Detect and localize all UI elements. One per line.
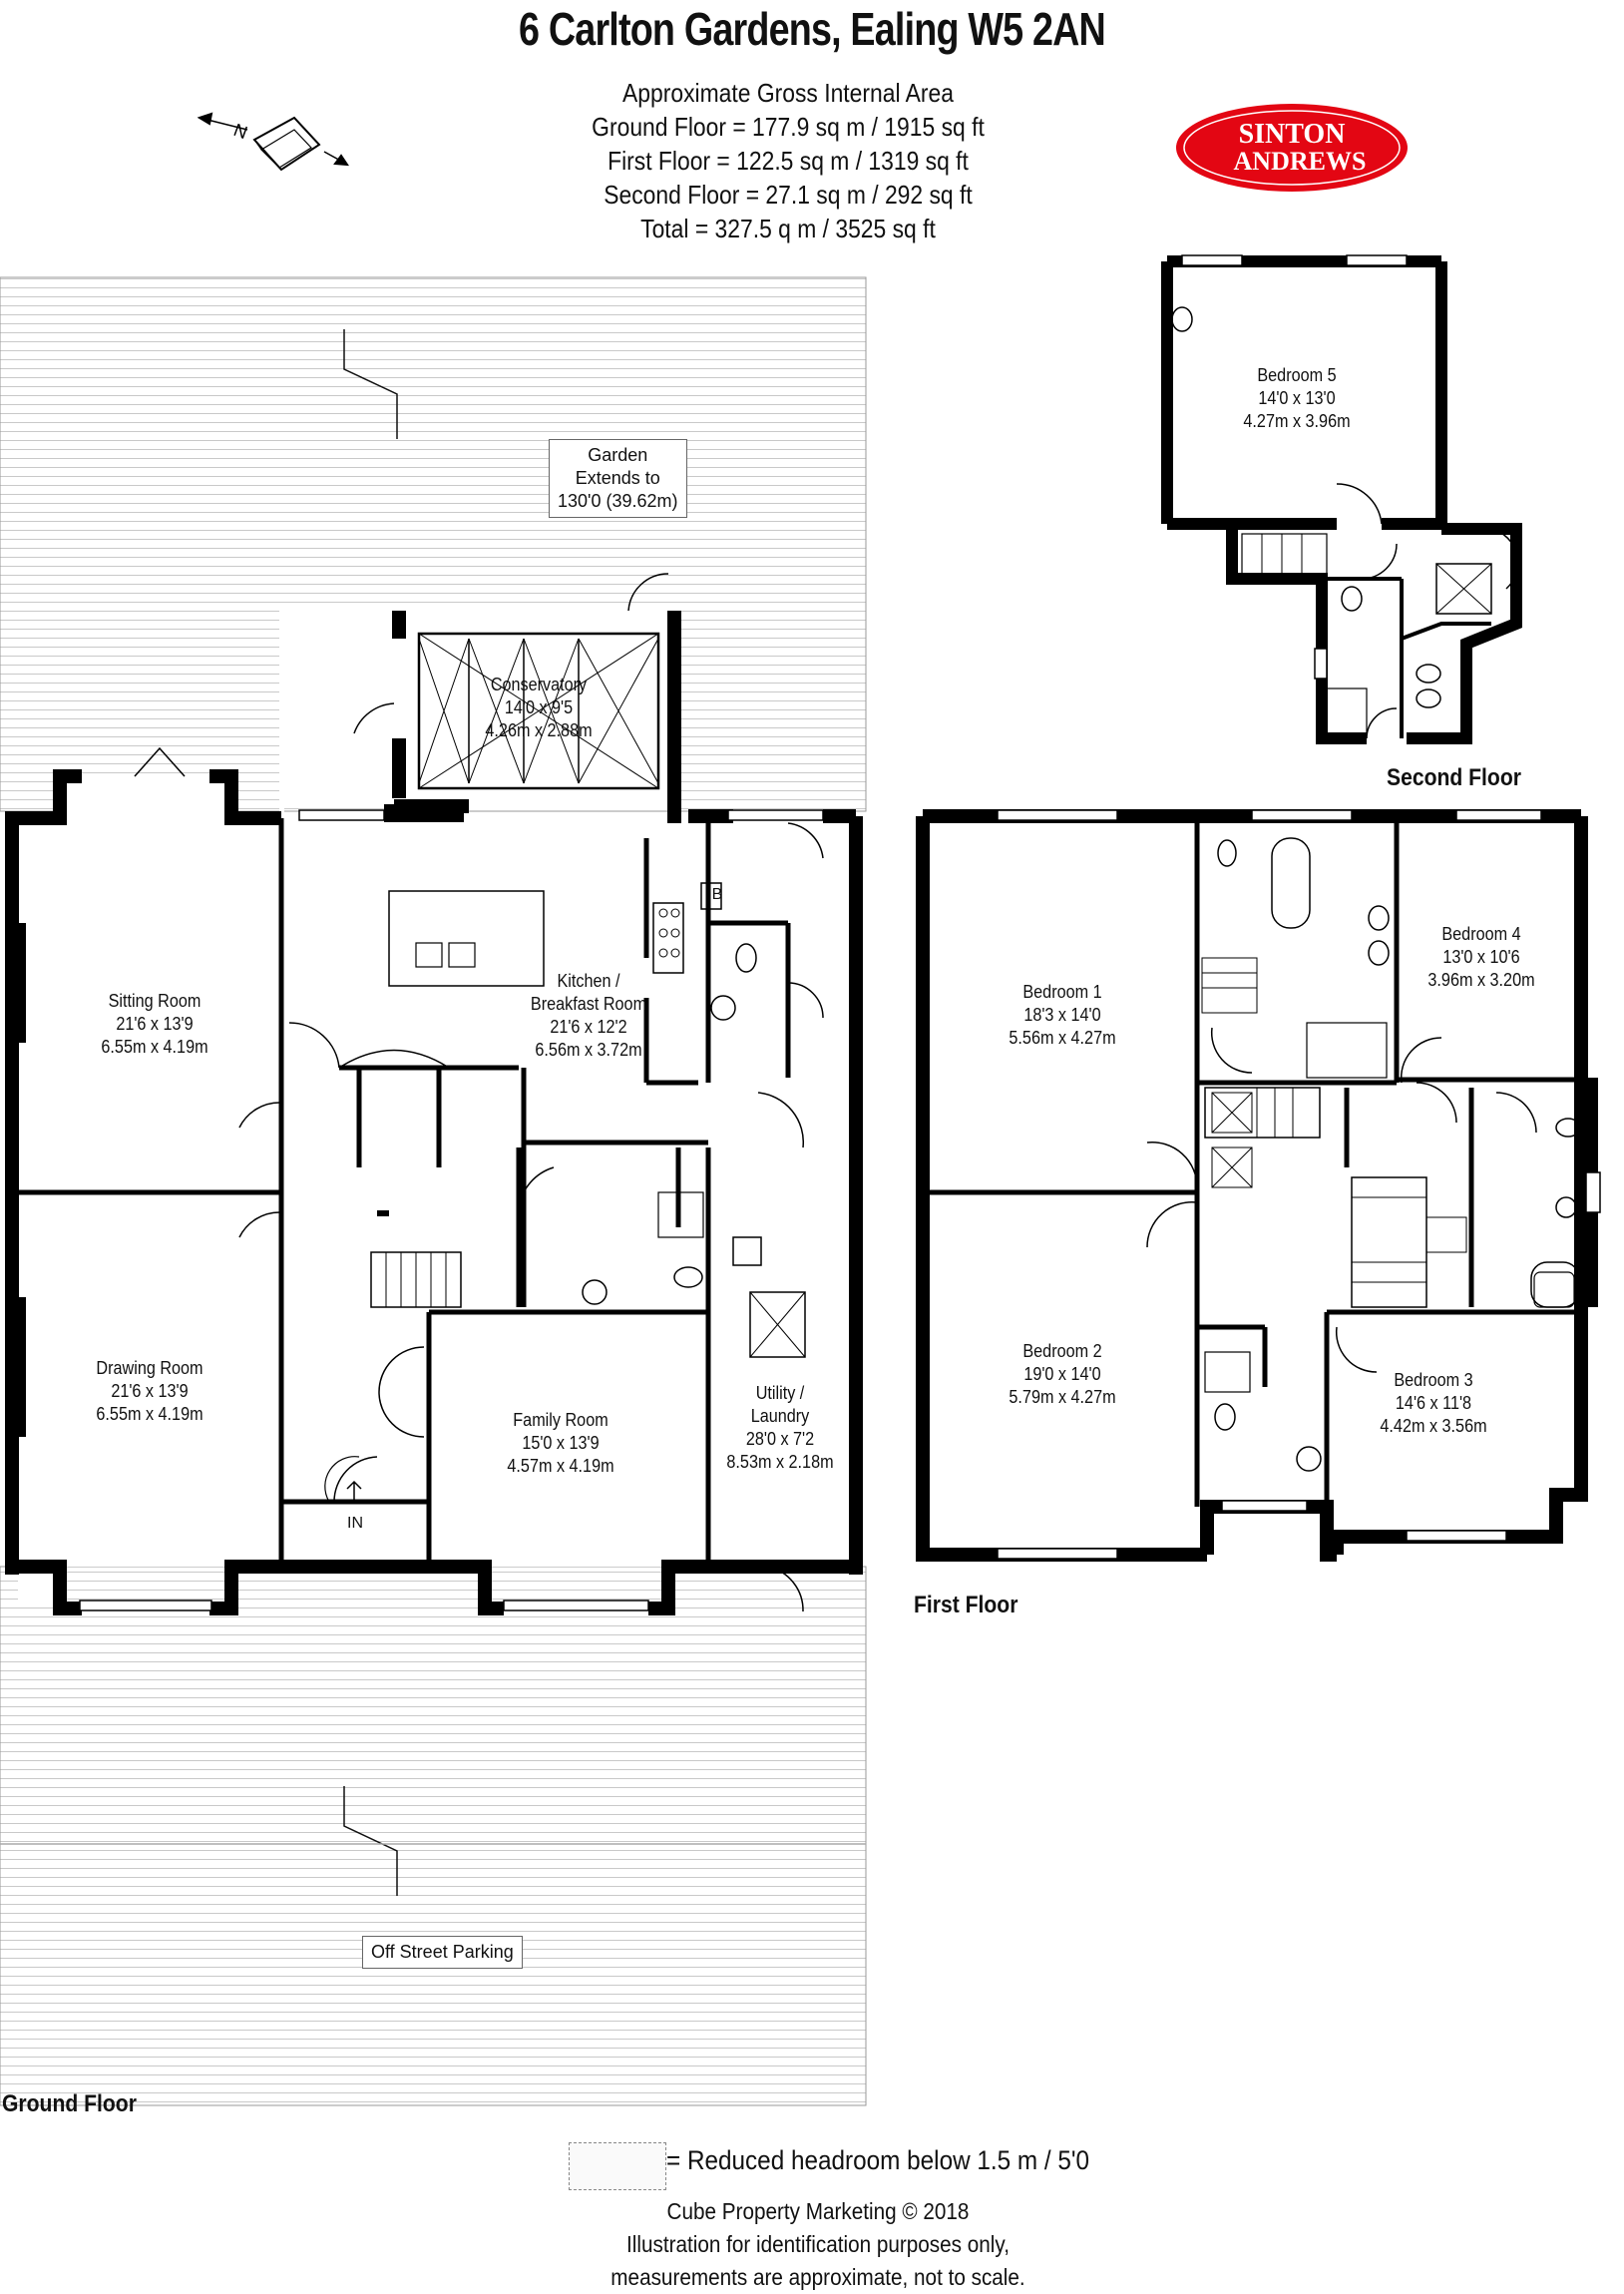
garden-label: Garden Extends to 130'0 (39.62m): [549, 439, 687, 518]
svg-text:N: N: [231, 120, 250, 143]
reduced-headroom-swatch: [569, 2142, 666, 2190]
sinton-andrews-logo: SINTON ANDREWS: [1176, 104, 1408, 192]
area-heading: Approximate Gross Internal Area: [622, 78, 954, 108]
svg-text:ANDREWS: ANDREWS: [1234, 147, 1367, 176]
svg-text:SINTON: SINTON: [1239, 119, 1346, 150]
north-compass-icon: N: [197, 112, 349, 172]
first-floor-plan: [916, 809, 1601, 1562]
footer-copyright: Cube Property Marketing © 2018: [666, 2198, 970, 2224]
floor-label-second: Second Floor: [1387, 764, 1521, 791]
footer-disclaimer-1: Illustration for identification purposes…: [626, 2231, 1010, 2257]
parking-label: Off Street Parking: [362, 1936, 523, 1969]
area-summary: Approximate Gross Internal Area Ground F…: [490, 76, 1086, 245]
property-title: 6 Carlton Gardens, Ealing W5 2AN: [519, 3, 1106, 55]
entrance-label: IN: [347, 1515, 363, 1532]
area-line-second: Second Floor = 27.1 sq m / 292 sq ft: [604, 180, 973, 210]
area-line-ground: Ground Floor = 177.9 sq m / 1915 sq ft: [592, 112, 985, 142]
second-floor-plan: [1161, 254, 1522, 744]
boiler-label: B: [711, 886, 723, 903]
floor-label-first: First Floor: [914, 1592, 1018, 1618]
ground-floor-plan: [5, 573, 863, 1615]
floor-label-ground: Ground Floor: [2, 2090, 137, 2117]
area-line-first: First Floor = 122.5 sq m / 1319 sq ft: [608, 146, 969, 176]
footer-notes: Cube Property Marketing © 2018 Illustrat…: [585, 2195, 1051, 2294]
parking-area: [0, 1566, 867, 2106]
footer-disclaimer-2: measurements are approximate, not to sca…: [610, 2264, 1025, 2290]
legend-text: = Reduced headroom below 1.5 m / 5'0: [666, 2145, 1090, 2175]
area-line-total: Total = 327.5 q m / 3525 sq ft: [640, 214, 936, 243]
